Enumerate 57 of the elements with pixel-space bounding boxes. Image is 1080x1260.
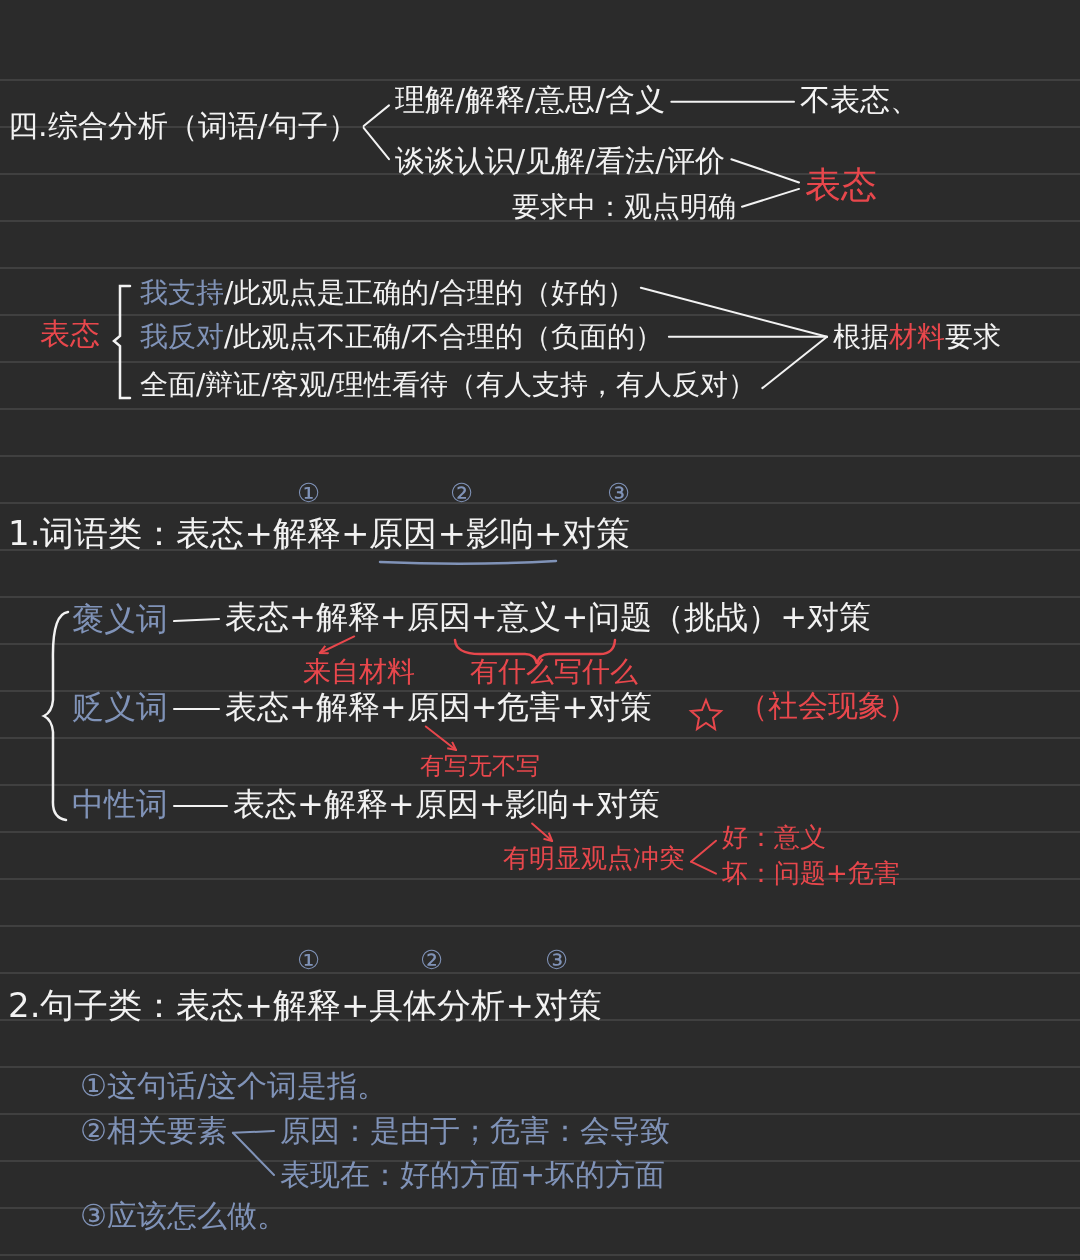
connector-line	[761, 335, 828, 390]
section-heading: 四.综合分析（词语/句子）	[8, 108, 358, 144]
arrow	[424, 725, 457, 751]
note-text: 中性词	[72, 785, 168, 824]
connector-line	[362, 126, 390, 161]
stance-note: 表态	[40, 316, 100, 352]
connector-line	[362, 104, 390, 127]
note-text: 原因：是由于；危害：会导致	[280, 1113, 670, 1149]
note-text: 根据材料要求	[833, 320, 1001, 354]
arrow	[318, 635, 356, 655]
step-number: ③	[545, 945, 569, 977]
arrow	[531, 822, 554, 842]
connector-line	[173, 618, 220, 623]
connector-line	[690, 839, 717, 863]
stance-note: 表态	[805, 163, 877, 207]
note-text: 理解/解释/意思/含义	[395, 82, 666, 118]
note-text: 表态+解释+原因+危害+对策	[225, 688, 653, 727]
stance-keyword: 我反对	[140, 320, 224, 353]
step-number: ②	[450, 478, 474, 510]
step-number: ①	[297, 945, 321, 977]
connector-line	[690, 860, 717, 875]
section-heading: 2.句子类：表态+解释+具体分析+对策	[8, 985, 602, 1026]
note-text: 好：意义	[722, 822, 826, 854]
note-text: 表态+解释+原因+影响+对策	[233, 785, 661, 824]
step-number: ②	[420, 945, 444, 977]
note-text: ③应该怎么做。	[80, 1198, 287, 1234]
stance-keyword: 我支持	[140, 276, 224, 309]
note-text: 有什么写什么	[470, 655, 638, 689]
section-heading: 1.词语类：表态+解释+原因+影响+对策	[8, 513, 631, 554]
note-text: ②相关要素	[80, 1113, 227, 1149]
note-text: 贬义词	[72, 688, 168, 727]
note-text: 表现在：好的方面+坏的方面	[280, 1157, 666, 1193]
note-text: 有明显观点冲突	[503, 843, 685, 875]
connector-line	[173, 805, 228, 808]
note-text: ①这句话/这个词是指。	[80, 1068, 387, 1104]
note-text: 要求中：观点明确	[512, 190, 736, 224]
note-text: 来自材料	[303, 655, 415, 689]
connector-line	[173, 708, 220, 711]
note-text: 谈谈认识/见解/看法/评价	[395, 143, 726, 179]
connector-line	[741, 187, 800, 208]
connector-line	[667, 335, 828, 338]
note-text: 褒义词	[72, 600, 168, 639]
connector-line	[231, 1130, 275, 1134]
note-text: 不表态、	[800, 82, 920, 118]
connector-line	[730, 158, 800, 184]
note-text: 坏：问题+危害	[722, 858, 900, 890]
note-text: /此观点不正确/不合理的（负面的）	[224, 320, 663, 353]
note-text: 表态+解释+原因+意义+问题（挑战）+对策	[225, 598, 872, 637]
connector-line	[670, 100, 795, 103]
connector-line	[231, 1131, 275, 1176]
note-text: 有写无不写	[420, 752, 540, 781]
connector-line	[639, 286, 828, 338]
note-text: 全面/辩证/客观/理性看待（有人支持，有人反对）	[140, 368, 757, 402]
note-text: （社会现象）	[738, 688, 918, 724]
step-number: ③	[607, 478, 631, 510]
note-text: /此观点是正确的/合理的（好的）	[224, 276, 635, 309]
step-number: ①	[297, 478, 321, 510]
